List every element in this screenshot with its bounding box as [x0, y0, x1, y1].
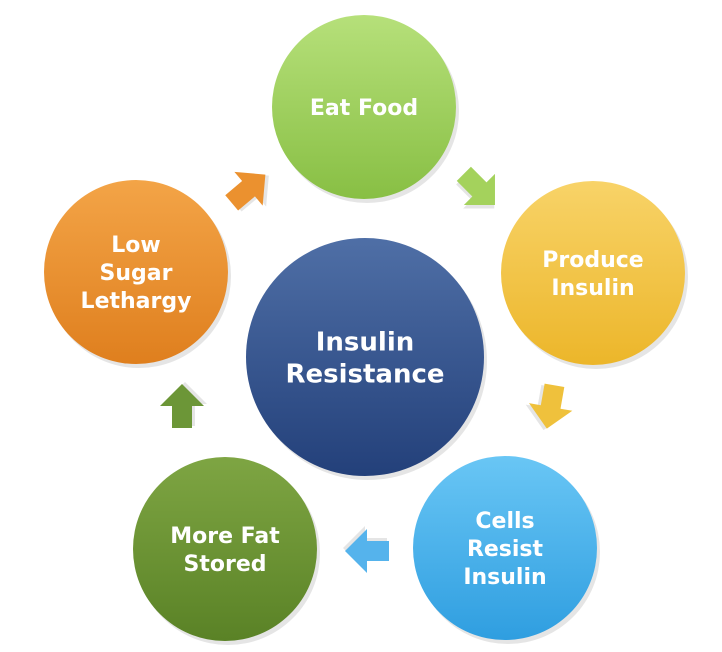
node-low-sugar-label-line: Sugar: [100, 261, 173, 286]
center-node-insulin-resistance-label-line: Insulin: [316, 327, 415, 357]
cycle-arrow-5: [225, 171, 269, 212]
node-low-sugar-label-line: Lethargy: [81, 289, 192, 314]
node-produce-insulin-circle: [501, 181, 685, 365]
node-more-fat-stored-label-line: More Fat: [170, 524, 280, 549]
cycle-arrow-1: [456, 166, 495, 209]
cycle-arrow-3: [343, 526, 389, 573]
cycle-nodes: Eat FoodProduceInsulinCellsResistInsulin…: [44, 15, 688, 645]
arrow-shape: [345, 529, 389, 573]
node-produce-insulin-label-line: Insulin: [551, 276, 634, 301]
node-low-sugar-circle: [44, 180, 228, 364]
arrow-shape: [528, 383, 573, 429]
node-cells-resist-label-line: Resist: [467, 537, 544, 562]
node-cells-resist-circle: [413, 456, 597, 640]
center-node-insulin-resistance-label-line: Resistance: [285, 359, 444, 389]
arrow-shape: [456, 166, 495, 205]
cycle-arrows: [160, 166, 573, 573]
node-more-fat-stored-label-line: Stored: [184, 552, 267, 577]
node-produce-insulin-label-line: Produce: [542, 248, 643, 273]
node-eat-food-label-line: Eat Food: [310, 96, 418, 121]
node-eat-food: Eat Food: [272, 15, 459, 203]
node-low-sugar-label-line: Low: [111, 233, 160, 258]
cycle-arrow-2: [525, 383, 573, 431]
center-node-insulin-resistance-circle: [246, 238, 484, 476]
node-eat-food-circle: [272, 15, 456, 199]
arrow-shape: [160, 384, 204, 428]
node-more-fat-stored-circle: [133, 457, 317, 641]
arrow-shape: [225, 171, 266, 211]
node-cells-resist-label-line: Insulin: [463, 565, 546, 590]
node-cells-resist-label-line: Cells: [475, 509, 534, 534]
cycle-arrow-4: [160, 382, 207, 428]
